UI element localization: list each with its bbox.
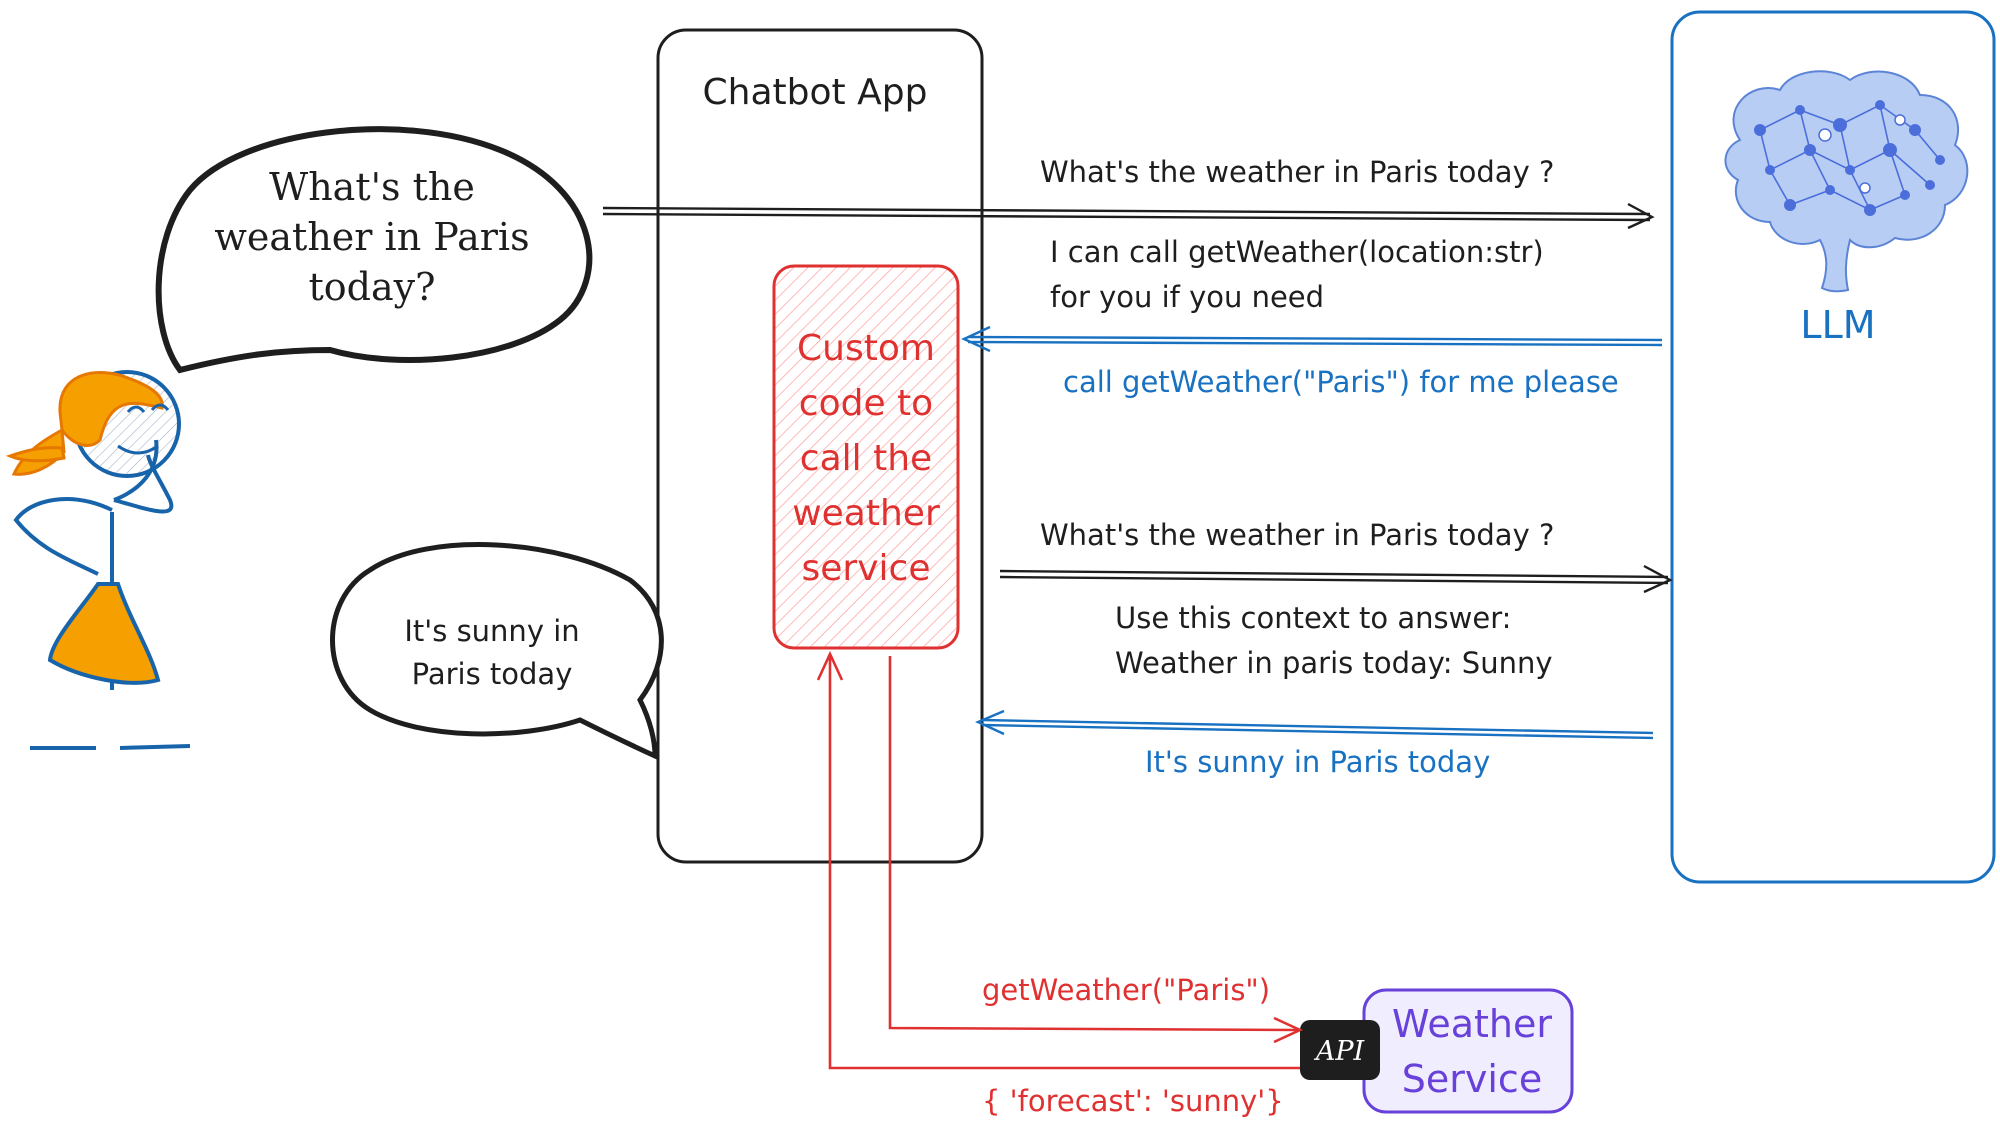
weather-service-line-2: Service: [1402, 1057, 1542, 1101]
custom-code-line-4: weather: [792, 493, 940, 534]
custom-code-line-1: Custom: [797, 328, 935, 369]
arrow-question-to-llm: [602, 202, 1655, 230]
weather-request-label: getWeather("Paris"): [982, 973, 1270, 1007]
api-badge-label: API: [1313, 1036, 1366, 1067]
message-q1: What's the weather in Paris today ?: [1040, 155, 1554, 189]
message-final-answer: It's sunny in Paris today: [1145, 745, 1490, 779]
user-answer-line-1: It's sunny in: [404, 614, 579, 648]
llm-box: LLM: [1670, 10, 1996, 884]
message-tools-offer-line-2: for you if you need: [1050, 280, 1324, 314]
brain-network-icon: [1724, 70, 1969, 293]
arrow-weather-request: [888, 656, 1304, 1044]
weather-service-box: Weather Service: [1362, 988, 1574, 1114]
weather-response-label: { 'forecast': 'sunny'}: [982, 1084, 1284, 1118]
llm-label: LLM: [1800, 303, 1875, 347]
message-context-line-1: Use this context to answer:: [1115, 601, 1511, 635]
message-q2: What's the weather in Paris today ?: [1040, 518, 1554, 552]
user-answer-bubble: It's sunny in Paris today: [330, 542, 664, 760]
user-answer-line-2: Paris today: [412, 657, 573, 691]
user-question-line-2: weather in Paris: [214, 215, 529, 259]
custom-code-line-2: code to: [799, 383, 933, 424]
arrow-final-answer-from-llm: [975, 709, 1654, 740]
api-badge: API: [1300, 1020, 1380, 1080]
custom-code-line-5: service: [802, 548, 931, 589]
user-question-bubble: What's the weather in Paris today?: [155, 126, 593, 374]
message-context-line-2: Weather in paris today: Sunny: [1115, 646, 1553, 680]
chatbot-app-title: Chatbot App: [703, 72, 928, 113]
weather-service-line-1: Weather: [1392, 1002, 1552, 1046]
arrow-tool-request-from-llm: [961, 325, 1663, 353]
user-question-line-1: What's the: [269, 165, 475, 209]
message-tool-call-request: call getWeather("Paris") for me please: [1063, 365, 1619, 399]
custom-code-box: Custom code to call the weather service: [772, 264, 960, 650]
user-figure: [5, 370, 191, 750]
custom-code-line-3: call the: [800, 438, 932, 479]
arrow-question-with-context-to-llm: [999, 564, 1673, 594]
message-tools-offer-line-1: I can call getWeather(location:str): [1050, 235, 1544, 269]
arrow-weather-response: [816, 650, 1300, 1070]
chatbot-app-box: Chatbot App: [656, 28, 984, 864]
user-question-line-3: today?: [309, 265, 436, 309]
